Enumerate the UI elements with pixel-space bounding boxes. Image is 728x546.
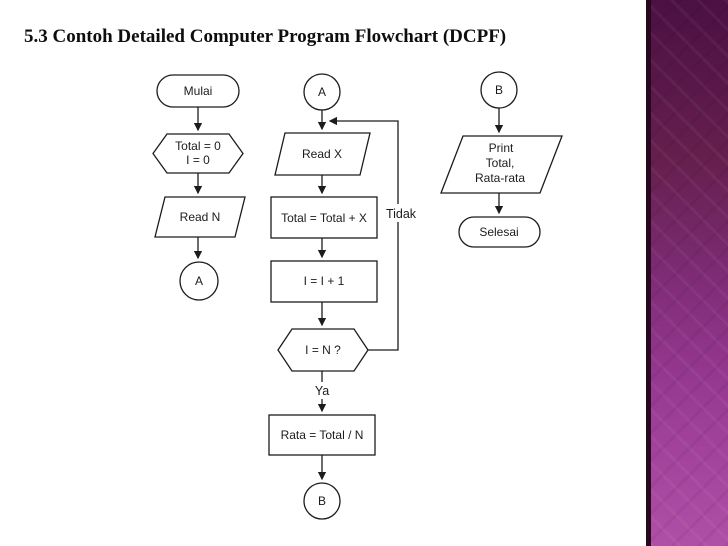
sidebar-decoration: [646, 0, 728, 546]
io-read-x: Read X: [274, 132, 371, 176]
terminator-selesai: Selesai: [458, 216, 541, 248]
connector-b-col3: B: [480, 71, 518, 109]
decision-i-equals-n-shape: [277, 328, 369, 372]
terminator-selesai-shape: [458, 216, 541, 248]
io-read-x-label: Read X: [302, 147, 342, 161]
process-average: Rata = Total / N: [268, 414, 376, 456]
preparation-init-line2: I = 0: [186, 153, 210, 167]
io-print-shape: [440, 135, 563, 194]
decision-i-equals-n-label: I = N ?: [305, 343, 341, 357]
terminator-mulai-shape: [156, 74, 240, 108]
flowchart-diagram: Mulai Total = 0 I = 0 Read N A A Read X …: [152, 71, 563, 520]
connector-b-col2-shape: [303, 482, 341, 520]
label-ya-bg: [310, 382, 334, 399]
connector-a-col2-shape: [303, 73, 341, 111]
process-accumulate: Total = Total + X: [270, 196, 378, 239]
label-ya-text: Ya: [315, 384, 329, 398]
process-accumulate-label: Total = Total + X: [281, 211, 367, 225]
process-average-label: Rata = Total / N: [281, 428, 364, 442]
terminator-mulai: Mulai: [156, 74, 240, 108]
decision-i-equals-n: I = N ?: [277, 328, 369, 372]
terminator-mulai-label: Mulai: [184, 84, 213, 98]
io-read-x-shape: [274, 132, 371, 176]
connector-a-col2: A: [303, 73, 341, 111]
io-print: Print Total, Rata-rata: [440, 135, 563, 194]
process-accumulate-shape: [270, 196, 378, 239]
io-read-n: Read N: [154, 196, 246, 238]
process-average-shape: [268, 414, 376, 456]
io-print-line2: Total,: [486, 156, 515, 170]
connector-a-col1-shape: [179, 261, 219, 301]
io-read-n-shape: [154, 196, 246, 238]
io-print-line1: Print: [489, 141, 514, 155]
connector-b-col3-shape: [480, 71, 518, 109]
connector-a-col2-label: A: [318, 85, 326, 99]
label-ya: Ya: [310, 382, 334, 399]
connector-b-col2: B: [303, 482, 341, 520]
label-tidak-bg: [382, 204, 421, 222]
process-increment: I = I + 1: [270, 260, 378, 303]
label-tidak-text: Tidak: [386, 207, 417, 221]
process-increment-shape: [270, 260, 378, 303]
process-increment-label: I = I + 1: [304, 274, 345, 288]
preparation-init-shape: [152, 133, 244, 174]
loop-tidak-edge: [328, 116, 399, 351]
label-tidak: Tidak: [382, 204, 421, 222]
io-read-n-label: Read N: [180, 210, 221, 224]
connector-b-col2-label: B: [318, 494, 326, 508]
connector-a-col1: A: [179, 261, 219, 301]
terminator-selesai-label: Selesai: [479, 225, 518, 239]
preparation-init: Total = 0 I = 0: [152, 133, 244, 174]
preparation-init-line1: Total = 0: [175, 139, 221, 153]
connector-b-col3-label: B: [495, 83, 503, 97]
io-print-line3: Rata-rata: [475, 171, 525, 185]
slide-title: 5.3 Contoh Detailed Computer Program Flo…: [24, 26, 507, 47]
connector-a-col1-label: A: [195, 274, 203, 288]
